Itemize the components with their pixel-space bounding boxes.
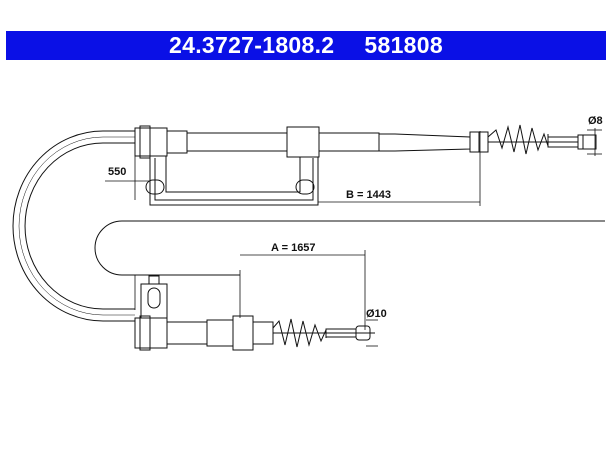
dim-diameter-top: Ø8 (588, 115, 603, 127)
part-number: 24.3727-1808.2 (169, 32, 335, 58)
dim-b-label: B = 1443 (346, 189, 391, 201)
dim-a-label: A = 1657 (271, 242, 316, 254)
bottom-cable-end (355, 325, 371, 341)
dim-offset-label: 550 (108, 166, 126, 178)
bracket-hole-right (295, 179, 315, 195)
bottom-bracket-hole (147, 287, 161, 309)
top-cable-end (577, 134, 597, 150)
bracket-hole-left (145, 179, 165, 195)
cable-sheath (12, 130, 135, 322)
title-banner: 24.3727-1808.2 581808 (6, 31, 606, 60)
top-end-fitting (134, 124, 597, 206)
dimension-lines (105, 128, 602, 347)
bottom-end-fitting (134, 275, 375, 351)
reference-number: 581808 (364, 32, 443, 58)
dimension-reference-loop (94, 220, 605, 276)
dim-diameter-bottom: Ø10 (366, 308, 387, 320)
